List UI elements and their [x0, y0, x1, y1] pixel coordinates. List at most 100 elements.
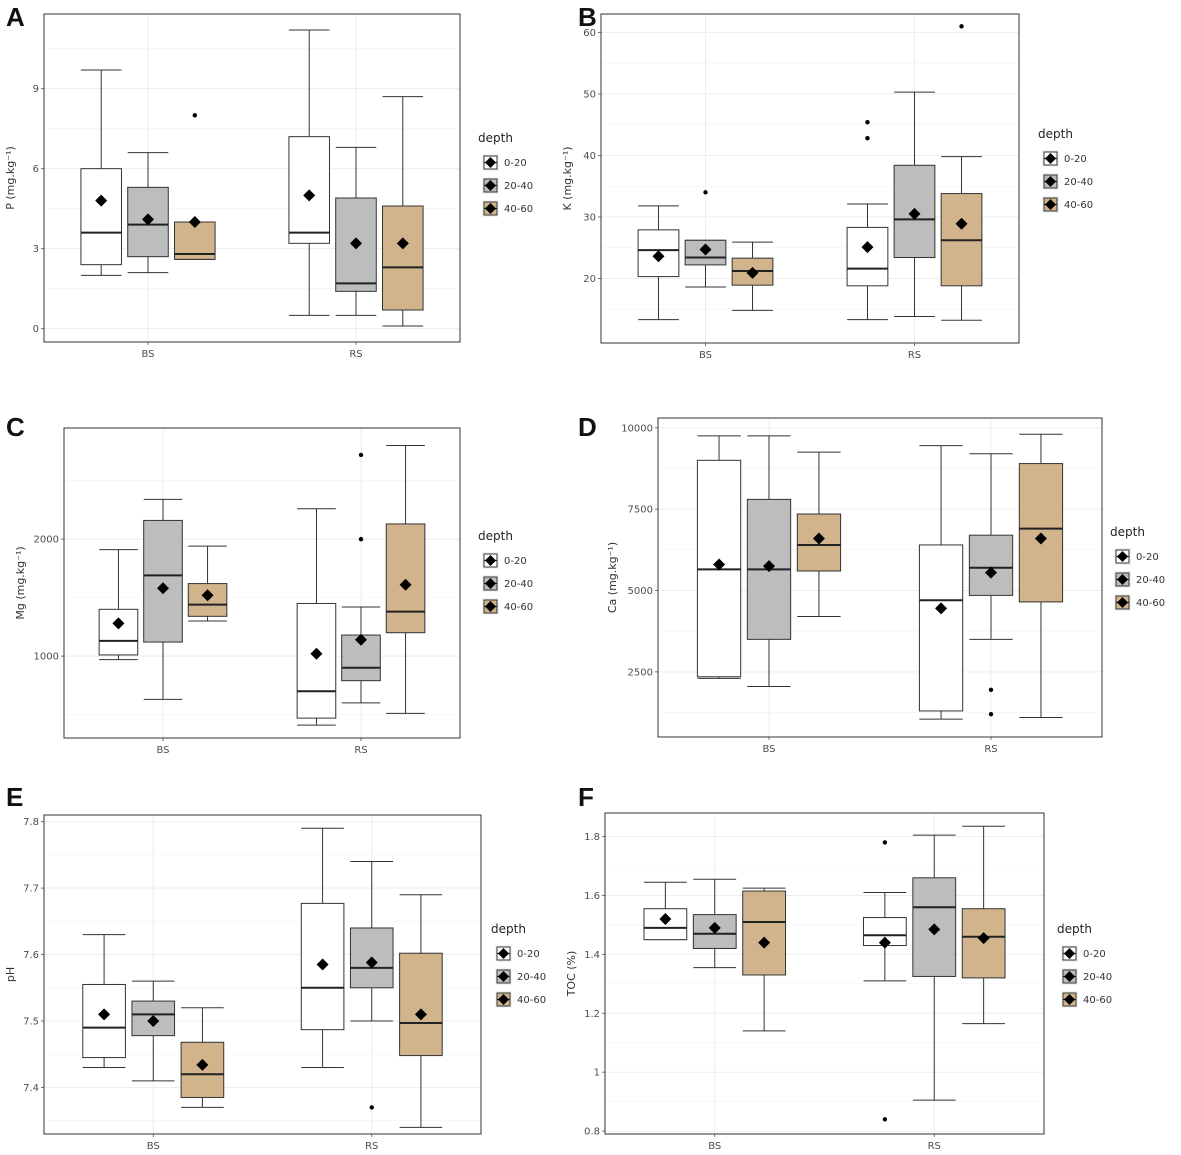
mean-marker — [112, 617, 125, 630]
legend-title: depth — [1110, 525, 1145, 539]
legend-title: depth — [478, 529, 513, 543]
outlier-point — [192, 113, 197, 118]
x-tick-label: BS — [147, 1141, 160, 1152]
legend-label: 0-20 — [1064, 154, 1087, 165]
box-rs-0-20 — [918, 445, 964, 720]
plot-border — [43, 814, 482, 1135]
legend-key-mean-icon — [498, 971, 509, 982]
mean-marker — [98, 1008, 111, 1021]
box-rs-20-40 — [893, 91, 936, 318]
outlier-point — [988, 687, 994, 693]
outlier-point — [358, 536, 364, 542]
mean-marker — [878, 936, 891, 949]
legend-key-0-20 — [1114, 548, 1131, 565]
mean-marker — [955, 217, 968, 230]
legend-key-40-60 — [1114, 594, 1131, 611]
legend-label: 20-40 — [1064, 177, 1093, 188]
box-bs-20-40 — [127, 152, 169, 274]
box-bs-40-60 — [742, 887, 787, 1032]
x-tick-label: RS — [984, 744, 997, 755]
mean-marker — [399, 578, 412, 591]
box-bs-40-60 — [796, 451, 842, 618]
box-body — [98, 608, 139, 656]
mean-marker — [316, 958, 329, 971]
y-tick-label: 30 — [583, 212, 596, 223]
y-tick-label: 1000 — [34, 652, 59, 663]
mean-marker — [350, 237, 362, 250]
mean-marker — [310, 647, 323, 660]
box-body — [82, 983, 126, 1059]
box-rs-40-60 — [385, 445, 426, 714]
legend-title: depth — [1038, 127, 1073, 141]
outlier-point — [358, 452, 364, 458]
x-tick-label: RS — [928, 1141, 941, 1152]
y-tick-label: 7.8 — [23, 817, 39, 828]
legend-key-mean-icon — [1064, 971, 1075, 982]
x-tick-label: BS — [708, 1141, 721, 1152]
y-axis-title: Mg (mg.kg⁻¹) — [14, 546, 27, 619]
legend-label: 20-40 — [504, 579, 533, 590]
box-rs-0-20 — [300, 827, 345, 1069]
legend-key-mean-icon — [485, 601, 496, 612]
legend-title: depth — [491, 922, 526, 936]
box-bs-20-40 — [692, 878, 737, 969]
legend-label: 20-40 — [1083, 972, 1112, 983]
y-axis-title: TOC (%) — [565, 951, 578, 998]
mean-marker — [396, 237, 409, 250]
box-bs-20-40 — [131, 980, 176, 1082]
box-rs-0-20 — [846, 120, 889, 321]
y-axis-title: pH — [4, 967, 17, 982]
legend-key-0-20 — [482, 154, 499, 171]
mean-marker — [713, 558, 726, 571]
panel-letter: C — [6, 412, 25, 442]
box-bs-40-60 — [174, 113, 216, 260]
box-bs-40-60 — [731, 241, 774, 311]
x-tick-label: BS — [762, 744, 775, 755]
box-bs-0-20 — [637, 205, 680, 321]
outlier-point — [865, 136, 870, 141]
y-tick-label: 7500 — [628, 505, 653, 516]
legend-label: 40-60 — [1064, 200, 1093, 211]
y-tick-label: 7.4 — [23, 1083, 39, 1094]
box-rs-40-60 — [382, 96, 424, 327]
mean-marker — [355, 633, 367, 646]
mean-marker — [985, 566, 997, 579]
y-tick-label: 1.6 — [584, 891, 600, 902]
x-tick-label: BS — [156, 745, 169, 756]
panel-letter: A — [6, 2, 25, 32]
legend-key-40-60 — [495, 991, 512, 1008]
legend-key-mean-icon — [485, 157, 496, 168]
mean-marker — [142, 213, 154, 226]
legend-key-0-20 — [482, 552, 499, 569]
mean-marker — [652, 250, 665, 263]
legend-label: 40-60 — [1136, 598, 1165, 609]
y-tick-label: 7.6 — [23, 950, 39, 961]
outlier-point — [865, 120, 870, 125]
y-tick-label: 0 — [33, 324, 39, 335]
x-tick-label: RS — [365, 1141, 378, 1152]
legend-label: 0-20 — [517, 949, 540, 960]
box-body — [382, 205, 424, 311]
mean-marker — [659, 913, 672, 926]
mean-marker — [1034, 532, 1047, 545]
box-bs-40-60 — [180, 1007, 225, 1108]
box-bs-0-20 — [643, 881, 688, 941]
y-tick-label: 10000 — [621, 423, 653, 434]
outlier-point — [882, 840, 888, 845]
box-rs-0-20 — [296, 508, 337, 726]
y-tick-label: 1.8 — [584, 832, 600, 843]
box-rs-0-20 — [288, 29, 330, 316]
legend-label: 0-20 — [504, 556, 527, 567]
y-tick-label: 50 — [583, 89, 596, 100]
outlier-point — [369, 1105, 374, 1110]
legend-label: 40-60 — [517, 995, 546, 1006]
mean-marker — [861, 241, 874, 254]
legend-key-mean-icon — [1117, 551, 1128, 562]
box-rs-40-60 — [1018, 433, 1064, 718]
box-body — [968, 534, 1014, 596]
